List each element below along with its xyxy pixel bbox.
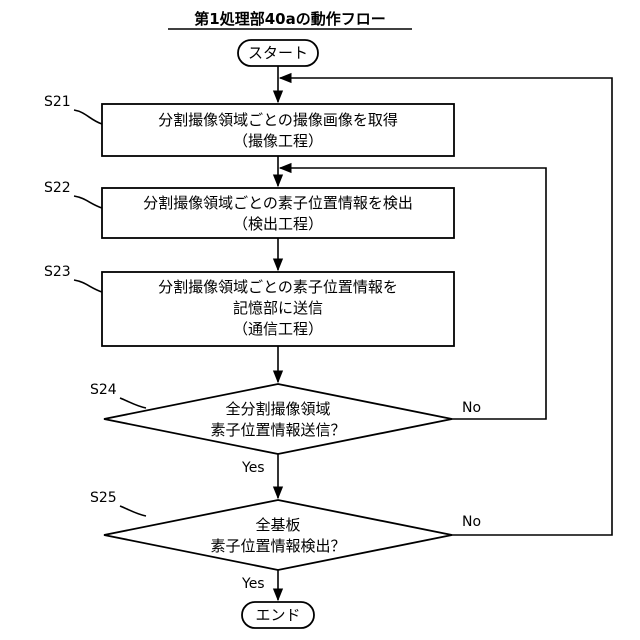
step-s21-box: 分割撮像領域ごとの撮像画像を取得 （撮像工程） xyxy=(102,104,454,156)
s23-step-label: S23 xyxy=(44,264,71,280)
s24-yes-label: Yes xyxy=(241,460,265,476)
decision-s24: 全分割撮像領域 素子位置情報送信？ xyxy=(104,384,452,454)
s24-leader xyxy=(120,398,146,408)
s23-line3: （通信工程） xyxy=(233,320,323,338)
s25-yes-label: Yes xyxy=(241,576,265,592)
s24-line2: 素子位置情報送信？ xyxy=(210,421,345,439)
s21-line2: （撮像工程） xyxy=(233,132,323,150)
decision-s25: 全基板 素子位置情報検出？ xyxy=(104,500,452,570)
s24-no-label: No xyxy=(462,400,481,416)
s25-line1: 全基板 xyxy=(255,516,300,534)
s21-step-label: S21 xyxy=(44,94,71,110)
s24-line1: 全分割撮像領域 xyxy=(225,400,330,418)
start-terminal: スタート xyxy=(238,40,318,66)
s25-leader xyxy=(120,506,146,516)
start-label: スタート xyxy=(248,44,308,62)
s22-leader xyxy=(74,196,102,208)
s25-no-label: No xyxy=(462,514,481,530)
s23-line1: 分割撮像領域ごとの素子位置情報を xyxy=(158,278,398,296)
s22-step-label: S22 xyxy=(44,180,71,196)
s25-step-label: S25 xyxy=(90,490,117,506)
s21-line1: 分割撮像領域ごとの撮像画像を取得 xyxy=(158,111,398,129)
s25-line2: 素子位置情報検出？ xyxy=(210,537,345,555)
s21-leader xyxy=(74,110,102,124)
diagram-title: 第1処理部40aの動作フロー xyxy=(194,10,385,28)
step-s23-box: 分割撮像領域ごとの素子位置情報を 記憶部に送信 （通信工程） xyxy=(102,272,454,346)
s24-step-label: S24 xyxy=(90,382,117,398)
s23-line2: 記憶部に送信 xyxy=(233,299,323,317)
step-s22-box: 分割撮像領域ごとの素子位置情報を検出 （検出工程） xyxy=(102,188,454,238)
end-label: エンド xyxy=(255,606,300,624)
s22-line2: （検出工程） xyxy=(233,215,323,233)
s23-leader xyxy=(74,280,102,292)
end-terminal: エンド xyxy=(242,602,314,628)
s22-line1: 分割撮像領域ごとの素子位置情報を検出 xyxy=(143,194,413,212)
